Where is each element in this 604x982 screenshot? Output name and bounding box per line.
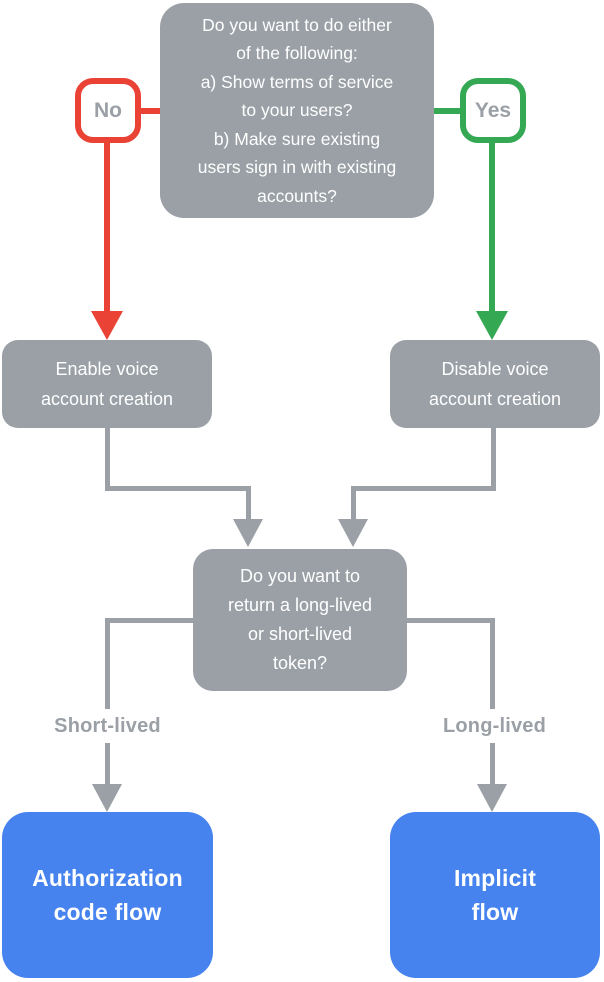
disable-connector-drop (351, 486, 356, 521)
short-arrowhead-icon (92, 784, 122, 812)
no-connector-horizontal (141, 108, 162, 114)
enable-connector-across (105, 486, 251, 491)
long-arrowhead-icon (477, 784, 507, 812)
no-arrowhead-icon (91, 311, 123, 340)
long-branch-vertical (490, 618, 495, 784)
question-node-terms-of-service: Do you want to do either of the followin… (160, 3, 434, 218)
enable-arrowhead-icon (233, 519, 263, 547)
question-node-token-lifetime: Do you want to return a long-lived or sh… (193, 549, 407, 691)
disable-connector-down (491, 428, 496, 490)
yes-decision-badge: Yes (460, 78, 526, 143)
yes-connector-vertical (489, 141, 495, 313)
terminal-node-implicit-flow: Implicit flow (390, 812, 600, 978)
enable-connector-down (105, 428, 110, 490)
branch-label-long-lived: Long-lived (407, 709, 582, 743)
yes-arrowhead-icon (476, 311, 508, 340)
long-branch-horizontal (407, 618, 495, 623)
branch-label-short-lived: Short-lived (20, 709, 195, 743)
no-decision-badge: No (75, 78, 141, 143)
terminal-node-authorization-code-flow: Authorization code flow (2, 812, 213, 978)
short-branch-vertical (105, 618, 110, 784)
yes-connector-horizontal (433, 108, 461, 114)
enable-connector-drop (246, 486, 251, 521)
short-branch-horizontal (105, 618, 193, 623)
disable-connector-across (351, 486, 496, 491)
disable-arrowhead-icon (338, 519, 368, 547)
no-connector-vertical (104, 141, 110, 313)
action-node-enable-voice-account-creation: Enable voice account creation (2, 340, 212, 428)
action-node-disable-voice-account-creation: Disable voice account creation (390, 340, 600, 428)
